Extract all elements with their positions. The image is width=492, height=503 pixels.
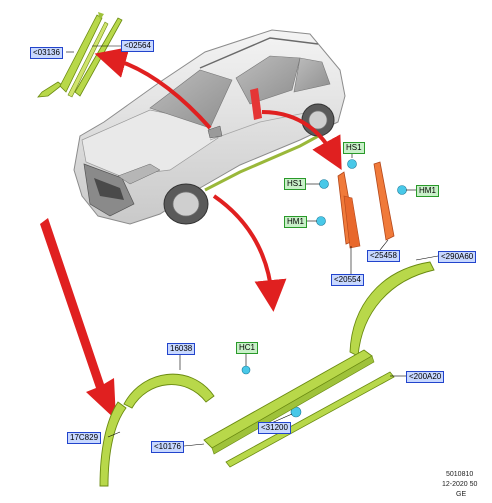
label-200A20[interactable]: <200A20 bbox=[406, 371, 445, 383]
leaders-pillar bbox=[305, 154, 416, 274]
rear-wheel-arch-moulding bbox=[349, 261, 435, 357]
callout-arrows bbox=[40, 46, 342, 420]
diagram-date: 12-2020 50 bbox=[442, 481, 478, 488]
label-17C829[interactable]: 17C829 bbox=[67, 432, 102, 444]
label-hc1[interactable]: HC1 bbox=[236, 342, 259, 354]
label-31200[interactable]: <31200 bbox=[258, 422, 291, 434]
label-02564[interactable]: <02564 bbox=[121, 40, 154, 52]
label-20554[interactable]: <20554 bbox=[331, 274, 364, 286]
rocker-moulding bbox=[203, 349, 395, 468]
label-10176[interactable]: <10176 bbox=[151, 441, 184, 453]
label-hs1-top[interactable]: HS1 bbox=[343, 142, 365, 154]
diagram-code: 5010810 bbox=[446, 471, 474, 478]
pillar-appliques bbox=[337, 161, 395, 249]
front-wheel-arch-moulding bbox=[99, 373, 215, 487]
diagram-region: GE bbox=[456, 491, 467, 498]
label-03136[interactable]: <03136 bbox=[30, 47, 63, 59]
label-hs1-left[interactable]: HS1 bbox=[284, 178, 306, 190]
label-290A60[interactable]: <290A60 bbox=[438, 251, 477, 263]
label-25458[interactable]: <25458 bbox=[367, 250, 400, 262]
label-hm1-right[interactable]: HM1 bbox=[416, 185, 439, 197]
label-hm1-left[interactable]: HM1 bbox=[284, 216, 307, 228]
label-16038[interactable]: 16038 bbox=[167, 343, 196, 355]
